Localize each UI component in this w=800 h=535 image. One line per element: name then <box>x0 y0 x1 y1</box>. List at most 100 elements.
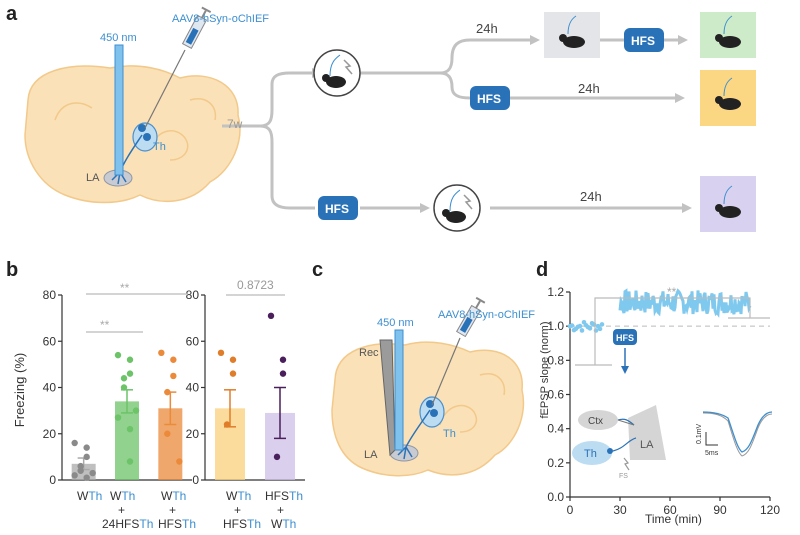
xlabel-0: WTh <box>77 489 102 503</box>
data-point <box>120 384 128 391</box>
hfs-pill-3: HFS <box>318 196 358 220</box>
svg-text:HFSTh: HFSTh <box>265 489 303 503</box>
wait-label-3: 24h <box>580 189 602 204</box>
svg-text:WTh: WTh <box>110 489 135 503</box>
data-point <box>229 370 237 377</box>
data-point <box>126 425 134 433</box>
data-point <box>176 458 183 465</box>
svg-text:WTh: WTh <box>226 489 251 503</box>
svg-text:FS: FS <box>619 473 628 480</box>
optic-fiber-a <box>114 44 124 176</box>
mouse-box-green <box>700 12 756 58</box>
virus-c: AAV8-hSyn-oChIEF <box>438 309 535 321</box>
pre-point <box>579 328 585 333</box>
data-point <box>77 467 84 474</box>
data-point <box>89 469 96 477</box>
y-tick-label: 60 <box>186 334 200 348</box>
post-trace <box>618 288 752 318</box>
data-point <box>71 439 78 447</box>
x-tick-label: 30 <box>613 503 627 517</box>
circuit-inset: Ctx LA Th FS <box>572 405 666 480</box>
stim-mouse-icon-2 <box>433 184 481 232</box>
data-point <box>126 356 134 363</box>
wait-label-2: 24h <box>578 81 600 96</box>
y-tick-label: 80 <box>43 288 57 302</box>
xlabel-4: HFSTh + WTh <box>265 489 303 531</box>
svg-text:HFS: HFS <box>631 34 655 48</box>
xlabel-2: WTh + HFSTh <box>158 489 196 531</box>
pre-point <box>569 323 575 328</box>
syringe-needle-c <box>431 337 461 406</box>
hfs-marker-d: HFS <box>613 329 637 374</box>
data-point <box>158 349 165 357</box>
data-point <box>279 356 287 363</box>
data-point <box>217 349 225 357</box>
mouse-box-purple <box>700 176 756 232</box>
y-tick-label: 20 <box>43 427 57 441</box>
la-label-c: LA <box>364 449 378 461</box>
rec-label: Rec <box>359 347 379 359</box>
svg-text:HFSTh: HFSTh <box>223 517 261 530</box>
pre-point <box>591 322 597 327</box>
fepsp-xlabel: Time (min) <box>645 512 702 526</box>
xlabel-1: WTh + 24HFSTh <box>102 489 153 531</box>
sig-bracket-d <box>594 297 770 365</box>
timeline-arrows <box>222 35 692 213</box>
x-tick-label: 0 <box>567 503 574 517</box>
y-tick-label: 0.8 <box>547 353 564 367</box>
pval-label: 0.8723 <box>237 278 274 292</box>
panel-c-label: c <box>312 259 323 281</box>
th-label-a: Th <box>153 141 166 153</box>
y-tick-label: 60 <box>43 334 57 348</box>
data-point <box>229 356 237 363</box>
optic-fiber-c <box>394 329 404 451</box>
wait-label-1: 24h <box>476 21 498 36</box>
fepsp-ylabel: fEPSP slope (norm) <box>539 321 551 418</box>
panel-a-label: a <box>6 3 18 25</box>
y-tick-label: 40 <box>186 381 200 395</box>
mouse-box-gray <box>544 12 600 58</box>
data-point <box>83 474 90 481</box>
y-tick-label: 0 <box>192 473 199 487</box>
data-point <box>223 421 231 428</box>
y-tick-label: 0.6 <box>547 388 564 402</box>
data-point <box>267 312 275 320</box>
y-tick-label: 0 <box>49 473 56 487</box>
th-label-c: Th <box>443 428 456 440</box>
y-tick-label: 0.0 <box>547 490 564 504</box>
svg-text:Ctx: Ctx <box>588 416 603 427</box>
svg-text:HFSTh: HFSTh <box>158 517 196 530</box>
pre-point <box>577 323 583 329</box>
y-tick-label: 1.2 <box>547 285 564 299</box>
sig-label-2: ** <box>100 318 110 332</box>
svg-text:0.1mV: 0.1mV <box>696 423 703 444</box>
wavelength-c: 450 nm <box>377 317 414 329</box>
brain-section-a <box>24 65 241 204</box>
panel-b-label: b <box>6 259 18 281</box>
data-point <box>273 453 281 461</box>
pre-point <box>597 326 603 332</box>
y-tick-label: 80 <box>186 288 200 302</box>
wavelength-a: 450 nm <box>100 32 137 44</box>
svg-text:+: + <box>169 503 176 517</box>
syringe-icon-c <box>455 296 486 338</box>
data-point <box>114 414 122 421</box>
stim-mouse-icon-1 <box>313 49 361 97</box>
syringe-needle-a <box>144 49 186 129</box>
data-point <box>132 407 140 414</box>
svg-text:HFS: HFS <box>616 333 634 343</box>
svg-text:HFS: HFS <box>325 202 349 216</box>
panel-d-label: d <box>536 259 548 281</box>
data-point <box>71 472 78 479</box>
waveform-inset: 0.1mV 5ms <box>696 411 773 457</box>
data-point <box>83 444 90 451</box>
data-point <box>164 388 171 396</box>
x-tick-label: 60 <box>663 503 677 517</box>
svg-text:+: + <box>234 503 241 517</box>
svg-text:+: + <box>118 503 125 517</box>
svg-text:5ms: 5ms <box>705 450 719 457</box>
y-tick-label: 20 <box>186 427 200 441</box>
data-point <box>170 356 177 363</box>
